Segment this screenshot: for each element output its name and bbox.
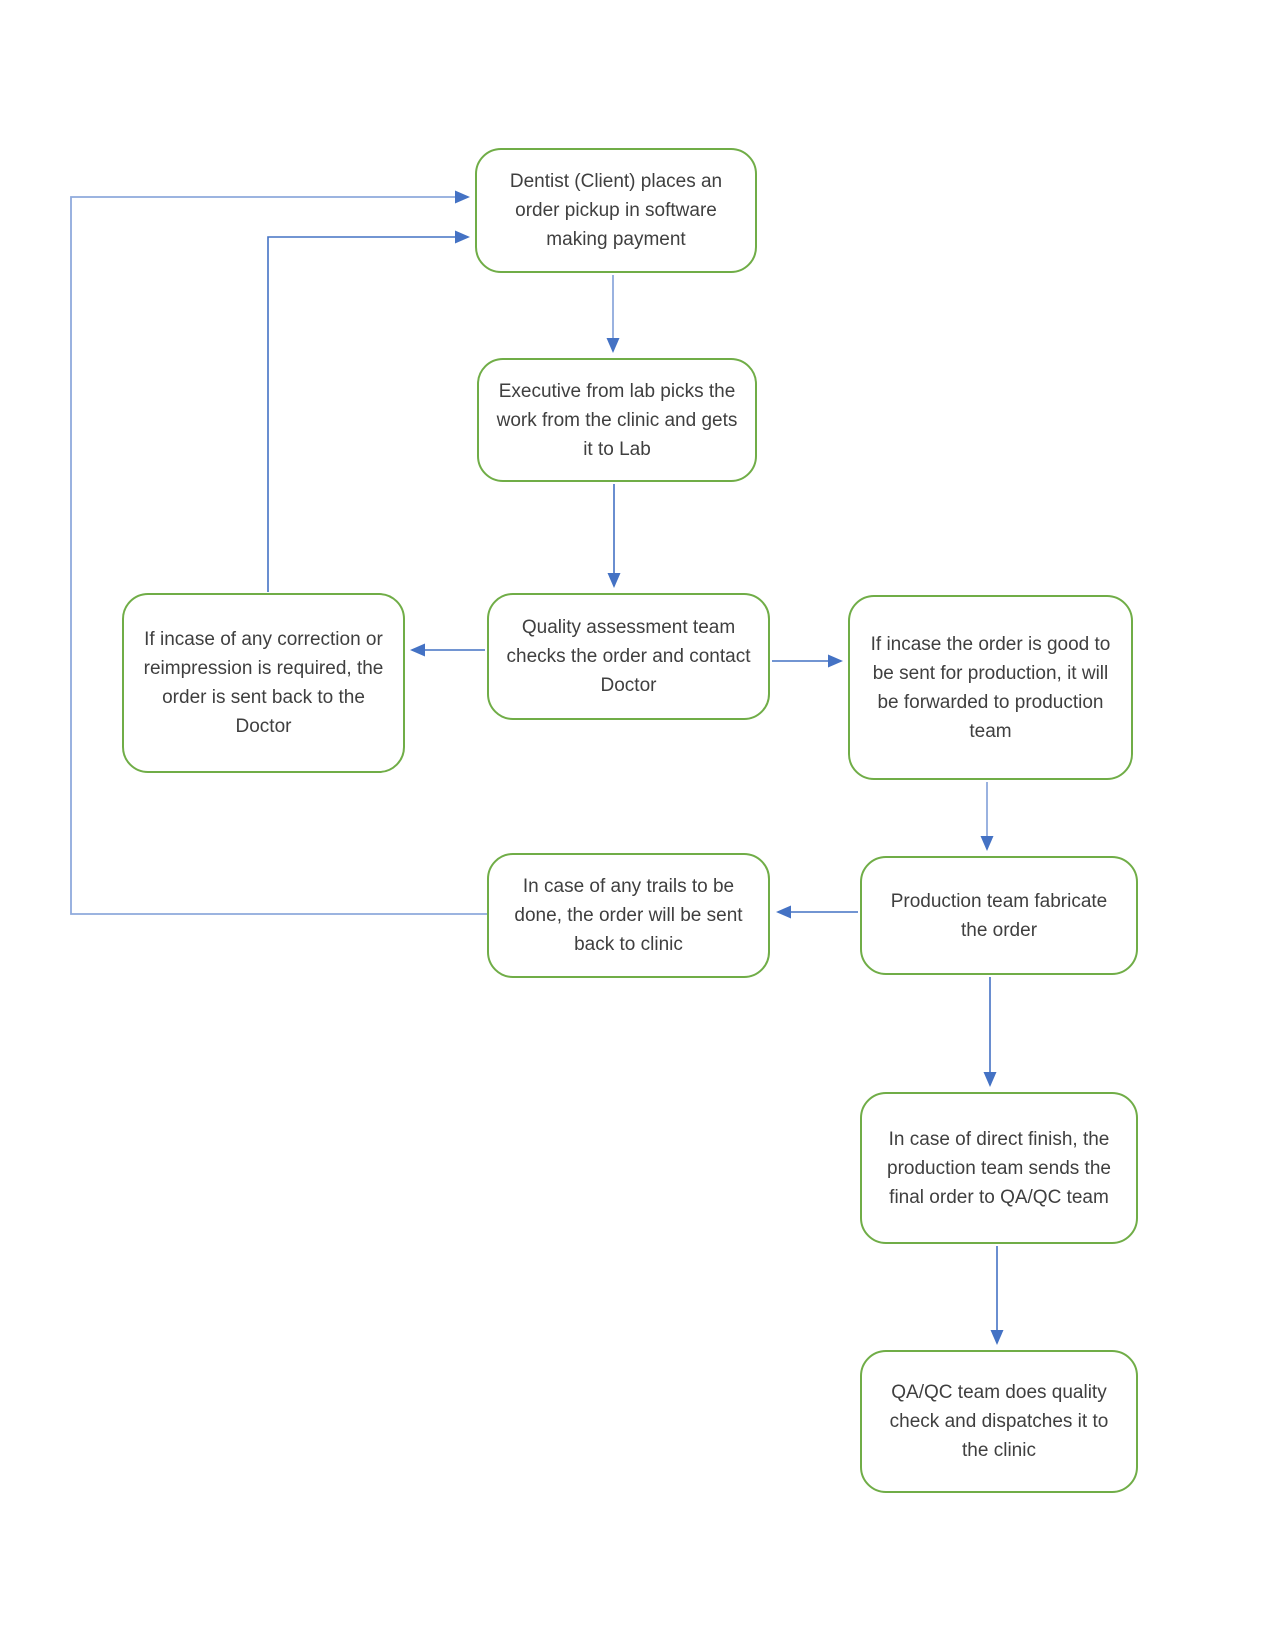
node-dentist-order-label: Dentist (Client) places an order pickup … xyxy=(509,171,723,250)
node-correction-label: If incase of any correction or reimpress… xyxy=(143,629,384,737)
node-direct-finish-label: In case of direct finish, the production… xyxy=(887,1128,1111,1208)
node-direct-finish: In case of direct finish, the production… xyxy=(860,1092,1138,1244)
node-production: Production team fabricate the order xyxy=(860,856,1138,975)
node-trails: In case of any trails to be done, the or… xyxy=(487,853,770,978)
node-executive-pickup-label: Executive from lab picks the work from t… xyxy=(496,380,738,460)
node-trails-label: In case of any trails to be done, the or… xyxy=(514,876,743,955)
arrow-correction-to-dentist-loop xyxy=(267,230,470,592)
node-correction: If incase of any correction or reimpress… xyxy=(122,593,405,773)
node-executive-pickup: Executive from lab picks the work from t… xyxy=(477,358,757,482)
node-production-label: Production team fabricate the order xyxy=(890,890,1108,941)
node-qaqc-dispatch: QA/QC team does quality check and dispat… xyxy=(860,1350,1138,1493)
node-quality-check: Quality assessment team checks the order… xyxy=(487,593,770,720)
node-dentist-order: Dentist (Client) places an order pickup … xyxy=(475,148,757,273)
node-quality-check-label: Quality assessment team checks the order… xyxy=(506,617,751,696)
node-qaqc-dispatch-label: QA/QC team does quality check and dispat… xyxy=(889,1382,1109,1461)
node-order-good: If incase the order is good to be sent f… xyxy=(848,595,1133,780)
node-order-good-label: If incase the order is good to be sent f… xyxy=(870,633,1111,742)
arrow-trails-to-dentist-loop xyxy=(70,190,487,915)
